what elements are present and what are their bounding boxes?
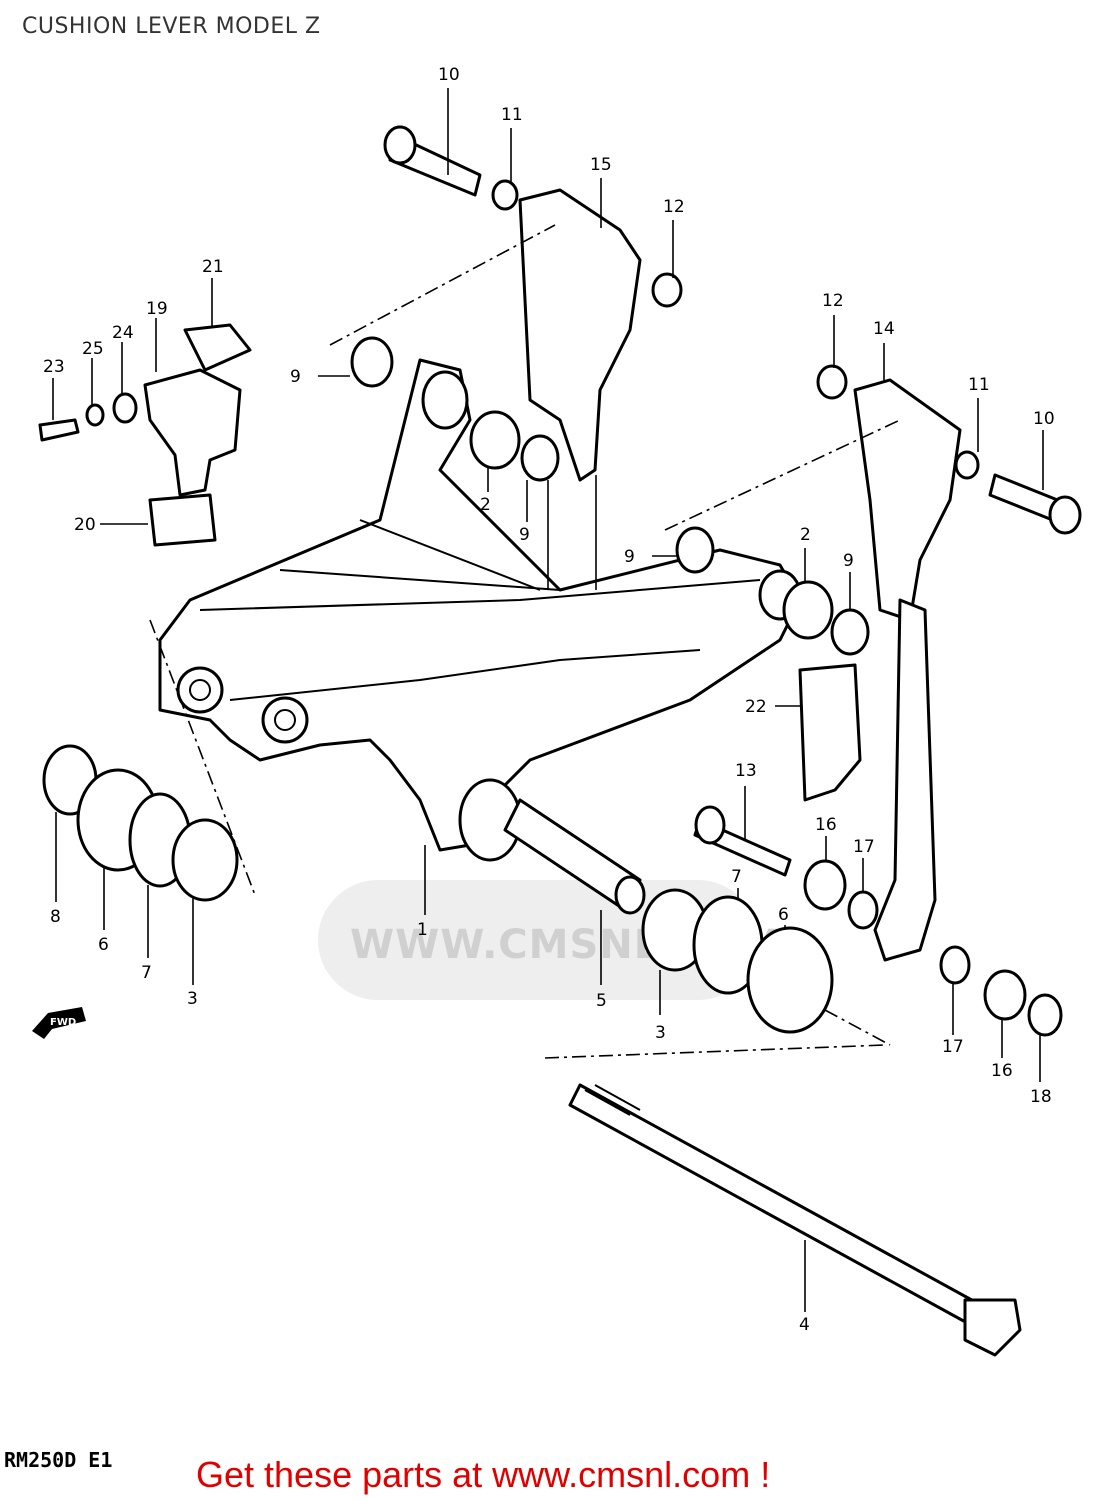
plate-15 (518, 188, 642, 482)
part-label: 9 (843, 551, 854, 571)
bolt-23 (38, 418, 80, 442)
part-label: 15 (590, 155, 612, 175)
part-label: 12 (822, 291, 844, 311)
bolt-10-right (988, 473, 1082, 535)
part-label: 10 (438, 65, 460, 85)
sleeve-22 (798, 663, 862, 802)
part-label: 16 (991, 1061, 1013, 1081)
part-label: 11 (968, 375, 990, 395)
part-label: 25 (82, 339, 104, 359)
part-label: 3 (655, 1023, 666, 1043)
part-label: 11 (501, 105, 523, 125)
bolt-10-left (383, 125, 482, 197)
part-label: 5 (596, 991, 607, 1011)
part-label: 3 (187, 989, 198, 1009)
part-label: 12 (663, 197, 685, 217)
part-label: 7 (141, 963, 152, 983)
pad-21 (183, 323, 252, 372)
part-label: 1 (417, 920, 428, 940)
ring-17-bottom (939, 945, 971, 985)
leader-lines (52, 88, 1044, 1312)
spacer-5 (503, 798, 646, 915)
bushing-2-a (469, 410, 521, 470)
bolt-4 (568, 1083, 1022, 1357)
washer-9-c (675, 526, 715, 574)
assembly-line-3 (149, 619, 256, 896)
assembly-line-5 (824, 1009, 891, 1046)
part-label: 2 (800, 525, 811, 545)
part-label: 18 (1030, 1087, 1052, 1107)
part-label: 17 (853, 837, 875, 857)
washer-9-b (520, 434, 560, 482)
washer-11-top (491, 179, 519, 211)
part-label: 13 (735, 761, 757, 781)
assembly-line-1 (329, 224, 556, 346)
forward-arrow-icon: FWD (32, 1007, 86, 1039)
fwd-label: FWD (50, 1017, 76, 1028)
nut-12-right (816, 364, 848, 400)
rubber-20 (148, 493, 217, 547)
part-label: 20 (74, 515, 96, 535)
nut-12-top (651, 272, 683, 308)
part-label: 9 (290, 367, 301, 387)
cushion-lever-body (158, 358, 802, 862)
bearing-3-left (171, 818, 239, 902)
part-label: 19 (146, 299, 168, 319)
part-label: 6 (778, 905, 789, 925)
part-label: 23 (43, 357, 65, 377)
bushing-2-b (782, 580, 834, 640)
ring-17-top (847, 890, 879, 930)
assembly-line-2 (664, 419, 901, 531)
part-label: 7 (731, 867, 742, 887)
washer-9-a (350, 336, 394, 388)
washer-9-d (830, 608, 870, 656)
part-label: 14 (873, 319, 895, 339)
collar-16-top (803, 859, 847, 911)
plate-14 (853, 378, 962, 622)
assembly-line-4 (544, 1044, 886, 1059)
part-label: 17 (942, 1037, 964, 1057)
cover-6-right (746, 926, 834, 1034)
part-number-labels: 10 11 15 12 12 14 11 10 9 2 9 9 2 9 22 1… (43, 65, 1055, 1335)
part-label: 8 (50, 907, 61, 927)
get-parts-link[interactable]: Get these parts at www.cmsnl.com ! (196, 1454, 771, 1495)
part-label: 10 (1033, 409, 1055, 429)
lockwasher-25 (85, 403, 105, 427)
part-label: 2 (480, 495, 491, 515)
part-label: 21 (202, 257, 224, 277)
page-title: CUSHION LEVER MODEL Z (22, 14, 321, 39)
rod-14 (873, 598, 937, 962)
part-label: 22 (745, 697, 767, 717)
part-label: 9 (519, 525, 530, 545)
part-label: 6 (98, 935, 109, 955)
part-label: 24 (112, 323, 134, 343)
model-code: RM250D E1 (4, 1448, 113, 1472)
nut-18 (1027, 993, 1063, 1037)
collar-16-bottom (983, 969, 1027, 1021)
washer-24 (112, 392, 138, 424)
bracket-19 (143, 368, 242, 497)
part-label: 9 (624, 547, 635, 567)
washer-11-right (954, 450, 980, 480)
bolt-13 (693, 805, 792, 877)
part-label: 16 (815, 815, 837, 835)
part-label: 4 (799, 1315, 810, 1335)
